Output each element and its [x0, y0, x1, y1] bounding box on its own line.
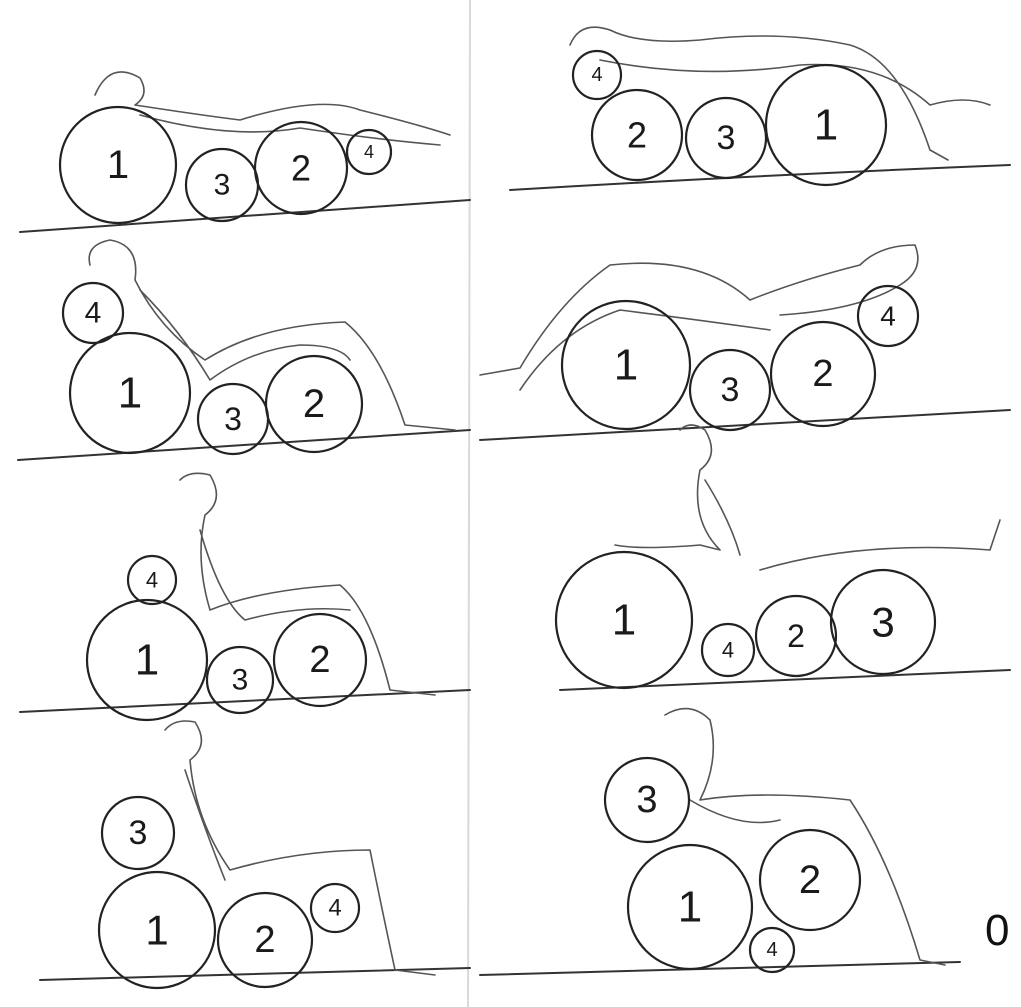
- ground-line: [480, 410, 1010, 440]
- panel-bottom-left: 3 1 2 4: [40, 721, 470, 988]
- ball-number-label: 4: [364, 142, 374, 162]
- ground-line: [20, 200, 470, 232]
- panel-row3-right: 1 4 2 3: [556, 425, 1010, 690]
- ball-number-label: 2: [787, 618, 805, 654]
- panel-row3-left: 4 1 3 2: [20, 473, 470, 720]
- ball-number-label: 2: [627, 115, 647, 156]
- ball-number-label: 1: [145, 907, 168, 954]
- ball-number-label: 4: [146, 568, 158, 593]
- ball-number-label: 2: [303, 382, 325, 426]
- ground-line: [510, 165, 1010, 190]
- ball-number-label: 4: [722, 638, 734, 663]
- ball-number-label: 4: [880, 301, 896, 332]
- ground-line: [40, 968, 470, 980]
- ball-number-label: 3: [717, 119, 736, 157]
- ball-number-label: 4: [591, 64, 602, 86]
- ball-number-label: 1: [614, 341, 638, 390]
- figure-upright: [165, 721, 435, 975]
- ball-number-label: 1: [107, 143, 129, 187]
- ball-number-label: 3: [636, 779, 657, 821]
- figure-upright: [665, 709, 945, 965]
- ball-number-label: 2: [291, 148, 311, 189]
- ball-number-label: 1: [814, 101, 838, 150]
- ball-number-label: 3: [232, 664, 249, 697]
- ball-number-label: 3: [721, 371, 740, 409]
- ball-number-label: 2: [812, 353, 833, 395]
- ball-number-label: 4: [85, 297, 102, 330]
- ball-number-label: 1: [135, 636, 159, 685]
- ball-number-label: 4: [766, 939, 777, 961]
- panel-row2-left: 4 1 3 2: [18, 240, 470, 460]
- ball-number-label: 1: [678, 883, 702, 932]
- ball-number-label: 4: [328, 895, 341, 922]
- panel-top-left: 1 3 2 4: [20, 72, 470, 232]
- figure-seated: [615, 425, 1000, 570]
- figure-reclining: [480, 245, 918, 390]
- ball-number-label: 1: [118, 369, 142, 418]
- ball-number-label: 3: [224, 401, 242, 437]
- panel-row2-right: 1 3 2 4: [480, 245, 1010, 440]
- ball-number-label: 3: [129, 814, 148, 852]
- figure-seated: [180, 473, 435, 695]
- ball-number-label: 3: [214, 169, 231, 202]
- ball-number-label: 2: [309, 639, 330, 681]
- ball-number-label: 2: [254, 919, 275, 961]
- paper-fold: [468, 0, 470, 1007]
- corner-mark: 0: [985, 906, 1009, 955]
- ball-number-label: 2: [799, 858, 821, 902]
- panel-top-right: 4 2 3 1: [510, 27, 1010, 190]
- ball-number-label: 3: [871, 599, 894, 646]
- panel-bottom-right: 3 1 2 4: [480, 709, 960, 975]
- ball-number-label: 1: [612, 596, 636, 645]
- figure-lying: [95, 72, 450, 145]
- ground-line: [480, 962, 960, 975]
